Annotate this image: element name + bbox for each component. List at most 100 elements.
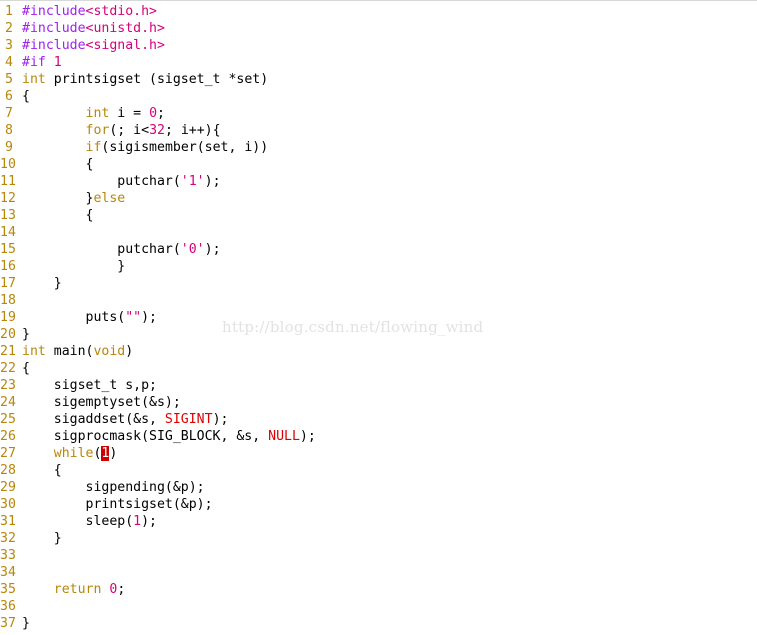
code-line[interactable]: 37}: [0, 615, 757, 632]
code-line[interactable]: 2 #include<unistd.h>: [0, 20, 757, 37]
code-line[interactable]: 7 int i = 0;: [0, 105, 757, 122]
code-line[interactable]: 28 {: [0, 462, 757, 479]
code-line[interactable]: 3 #include<signal.h>: [0, 37, 757, 54]
line-code: {: [22, 157, 94, 172]
code-line[interactable]: 31 sleep(1);: [0, 513, 757, 530]
code-line[interactable]: 36: [0, 598, 757, 615]
code-line[interactable]: 15 putchar('0');: [0, 241, 757, 258]
code-token: "": [125, 310, 142, 325]
line-code: sigset_t s,p;: [22, 378, 157, 393]
line-number: 4: [5, 55, 13, 70]
code-token: sigset_t s,p;: [22, 378, 157, 393]
code-line[interactable]: 32 }: [0, 530, 757, 547]
code-token: else: [93, 191, 126, 206]
code-token: void: [93, 344, 126, 359]
line-code: #include<signal.h>: [22, 38, 165, 53]
code-line[interactable]: 22 {: [0, 360, 757, 377]
watermark: http://blog.csdn.net/flowing_wind: [222, 318, 484, 336]
code-line[interactable]: 20}: [0, 326, 757, 343]
code-line[interactable]: 13 {: [0, 207, 757, 224]
line-code: }else: [22, 191, 126, 206]
line-code: #include<unistd.h>: [22, 21, 165, 36]
line-number: 8: [5, 123, 13, 138]
code-token: {: [22, 208, 94, 223]
line-number: 22: [0, 361, 16, 376]
code-token: );: [141, 310, 157, 325]
code-token: 0: [149, 106, 158, 121]
line-number: 32: [0, 531, 16, 546]
line-number: 37: [0, 616, 16, 631]
line-number: 3: [5, 38, 13, 53]
code-token: ; i++){: [164, 123, 221, 138]
line-number: 13: [0, 208, 16, 223]
code-token: {: [22, 361, 30, 376]
editor-top-border: [0, 0, 757, 1]
code-token: ): [109, 446, 118, 461]
code-line[interactable]: 26 sigprocmask(SIG_BLOCK, &s, NULL);: [0, 428, 757, 445]
code-token: {: [22, 157, 94, 172]
code-line[interactable]: 6{: [0, 88, 757, 105]
code-line[interactable]: 35 return 0;: [0, 581, 757, 598]
code-line[interactable]: 34: [0, 564, 757, 581]
line-number: 2: [5, 21, 13, 36]
line-code: printsigset(&p);: [22, 497, 213, 512]
line-number: 5: [5, 72, 13, 87]
line-code: }: [22, 531, 62, 546]
line-code: sleep(1);: [22, 514, 157, 529]
code-line[interactable]: 10 {: [0, 156, 757, 173]
line-number: 28: [0, 463, 16, 478]
code-token: );: [204, 174, 221, 189]
line-code: puts("");: [22, 310, 157, 325]
code-token: int: [22, 344, 46, 359]
code-token: ;: [157, 106, 165, 121]
line-number: 24: [0, 395, 16, 410]
code-token: (; i<: [109, 123, 150, 138]
code-line[interactable]: 14: [0, 224, 757, 241]
code-token: return: [53, 582, 102, 597]
code-token: #if: [22, 55, 54, 70]
line-number: 16: [0, 259, 16, 274]
line-code: return 0;: [22, 582, 126, 597]
code-line[interactable]: 9 if(sigismember(set, i)): [0, 139, 757, 156]
code-token: );: [299, 429, 316, 444]
code-token: 1: [53, 55, 62, 70]
code-line[interactable]: 18: [0, 292, 757, 309]
code-token: [22, 446, 54, 461]
code-token: int: [85, 106, 110, 121]
code-line[interactable]: 19 puts("");: [0, 309, 757, 326]
code-token: NULL: [268, 429, 300, 444]
code-line[interactable]: 8 for(; i<32; i++){: [0, 122, 757, 139]
code-line[interactable]: 24 sigemptyset(&s);: [0, 394, 757, 411]
line-code: putchar('1');: [22, 174, 221, 189]
code-token: sigpending(&p);: [22, 480, 205, 495]
code-line[interactable]: 11 putchar('1');: [0, 173, 757, 190]
line-number: 15: [0, 242, 16, 257]
code-line[interactable]: 12 }else: [0, 190, 757, 207]
code-token: main(: [45, 344, 94, 359]
line-code: sigpending(&p);: [22, 480, 205, 495]
code-line[interactable]: 17 }: [0, 275, 757, 292]
text-cursor: 1: [101, 446, 110, 461]
code-line[interactable]: 27 while(1): [0, 445, 757, 462]
code-line[interactable]: 16 }: [0, 258, 757, 275]
code-token: 0: [109, 582, 118, 597]
line-code: putchar('0');: [22, 242, 220, 257]
line-number: 1: [5, 4, 13, 19]
code-line[interactable]: 30 printsigset(&p);: [0, 496, 757, 513]
code-line[interactable]: 25 sigaddset(&s, SIGINT);: [0, 411, 757, 428]
code-line[interactable]: 29 sigpending(&p);: [0, 479, 757, 496]
code-line[interactable]: 1#include<stdio.h>: [0, 3, 757, 20]
code-line[interactable]: 4 #if 1: [0, 54, 757, 71]
code-line[interactable]: 33: [0, 547, 757, 564]
code-token: (sigismember(set, i)): [101, 140, 269, 155]
code-token: #include: [22, 21, 86, 36]
line-number: 14: [0, 225, 16, 240]
code-token: );: [212, 412, 229, 427]
code-line[interactable]: 23 sigset_t s,p;: [0, 377, 757, 394]
code-token: {: [22, 89, 30, 104]
code-token: while: [53, 446, 94, 461]
line-code: }: [22, 276, 62, 291]
